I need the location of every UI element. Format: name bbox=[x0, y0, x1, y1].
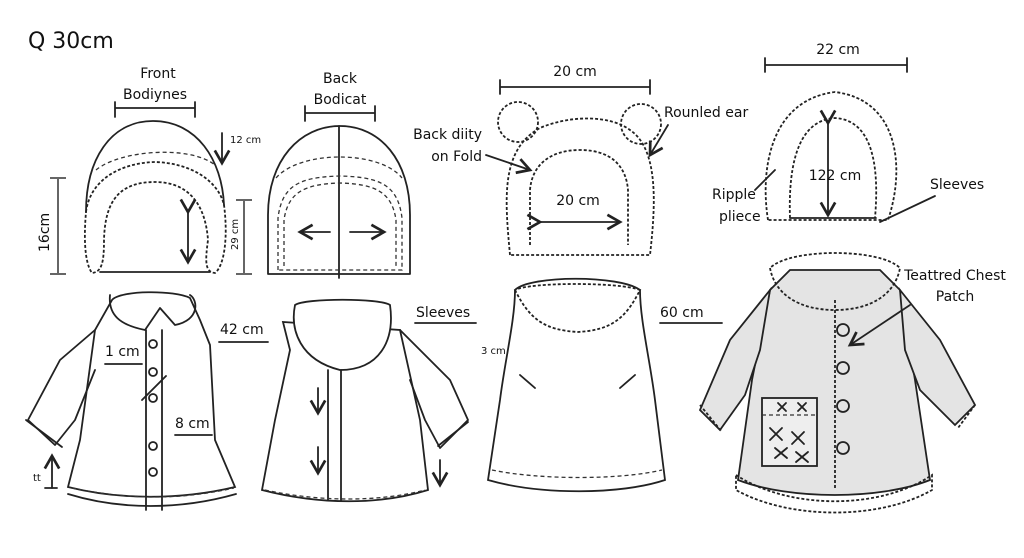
hood-inner-dim: 20 cm bbox=[556, 193, 600, 209]
front-bodice-outline bbox=[85, 120, 225, 213]
finished-right-sleeve bbox=[898, 287, 977, 427]
dim-12cm: 12 cm bbox=[230, 135, 261, 146]
fur-trim bbox=[84, 161, 227, 274]
front-bodice-piece: Front Bodiynes 12 cm 16cm 29 cm bbox=[37, 66, 261, 275]
dim-60cm: 60 cm bbox=[660, 305, 704, 321]
dim-8cm: 8 cm bbox=[175, 416, 210, 432]
front-stitch-line bbox=[95, 151, 216, 171]
center-back-seam bbox=[327, 369, 342, 501]
chest-patch bbox=[761, 397, 818, 467]
collar bbox=[109, 294, 197, 331]
hood-with-ears: 20 cm 20 cm Back diity on Fold Rounled e… bbox=[413, 64, 748, 256]
dim-16cm: 16cm bbox=[37, 213, 53, 252]
front-bodice-label-1: Front bbox=[140, 66, 176, 82]
placket bbox=[145, 329, 163, 511]
fold-label-1: Back diity bbox=[413, 127, 482, 143]
back-bodice-label-1: Back bbox=[323, 71, 358, 87]
front-coat-view: 42 cm 1 cm 8 cm tt bbox=[25, 291, 269, 511]
front-width-bracket bbox=[114, 101, 196, 118]
patch-label-1: Teattred Chest bbox=[903, 268, 1006, 284]
back-coat-view: Sleeves bbox=[260, 298, 477, 503]
ear-label: Rounled ear bbox=[664, 105, 748, 121]
hood-front-top-dim: 22 cm bbox=[816, 42, 860, 58]
dim-3cm: 3 cm bbox=[481, 346, 506, 357]
back-bodice-outline bbox=[267, 125, 411, 275]
back-bodice-piece: Back Bodicat bbox=[267, 71, 411, 279]
left-ear bbox=[497, 101, 539, 143]
dim-16-bracket bbox=[50, 177, 66, 275]
back-sleeves-label: Sleeves bbox=[416, 305, 470, 321]
ripple-label-1: Ripple bbox=[712, 187, 756, 203]
arrow-label-tt: tt bbox=[33, 473, 41, 484]
hood-top-dim: 20 cm bbox=[553, 64, 597, 80]
back-hood bbox=[293, 298, 392, 371]
fur-hem bbox=[735, 473, 933, 514]
back-bodice-label-2: Bodicat bbox=[314, 92, 367, 108]
vest-view: 3 cm 60 cm bbox=[481, 277, 723, 493]
back-width-bracket bbox=[304, 105, 376, 122]
patch-label-2: Patch bbox=[936, 289, 974, 305]
page-title: Q 30cm bbox=[28, 29, 114, 54]
fur-hood-piece: 22 cm 122 cm Ripple pliece Sleeves bbox=[712, 42, 984, 225]
dim-29cm: 29 cm bbox=[230, 219, 241, 250]
dim-42cm: 42 cm bbox=[220, 322, 264, 338]
finished-coat-view: Teattred Chest Patch bbox=[698, 252, 1006, 514]
dim-1cm: 1 cm bbox=[105, 344, 140, 360]
fur-collar bbox=[769, 252, 901, 311]
button-icon bbox=[148, 467, 158, 477]
right-ear bbox=[620, 103, 662, 145]
dim-29-bracket bbox=[236, 199, 252, 275]
hood-front-inner-dim: 122 cm bbox=[809, 168, 862, 184]
hood-sleeves-label: Sleeves bbox=[930, 177, 984, 193]
ripple-label-2: pliece bbox=[719, 209, 761, 225]
fold-label-2: on Fold bbox=[431, 149, 482, 165]
front-bodice-label-2: Bodiynes bbox=[123, 87, 187, 103]
